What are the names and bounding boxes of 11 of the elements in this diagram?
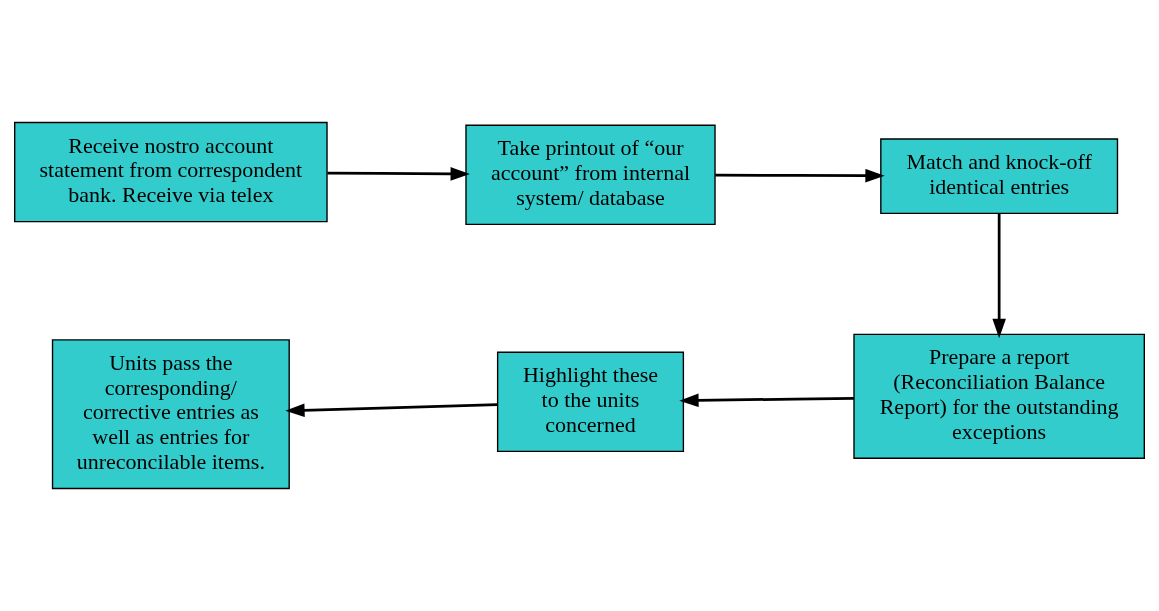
node-box: Prepare a report (Reconciliation Balance Report) for the outstanding exceptions [853,333,1145,459]
node-box: Units pass the corresponding/ corrective entries as well as entries for unreconcilable items. [51,339,290,490]
arrow [715,168,885,183]
node-box: Receive nostro account statement from correspondent bank. Receive via telex [14,121,328,223]
node-box: Take printout of “our account” from internal system/ database [465,124,716,225]
arrow [679,393,854,408]
arrow [992,213,1006,339]
arrow [327,167,470,181]
node-box: Match and knock-off identical entries [880,138,1119,214]
node-box: Highlight these to the units concerned [496,351,685,453]
arrow [285,403,498,417]
